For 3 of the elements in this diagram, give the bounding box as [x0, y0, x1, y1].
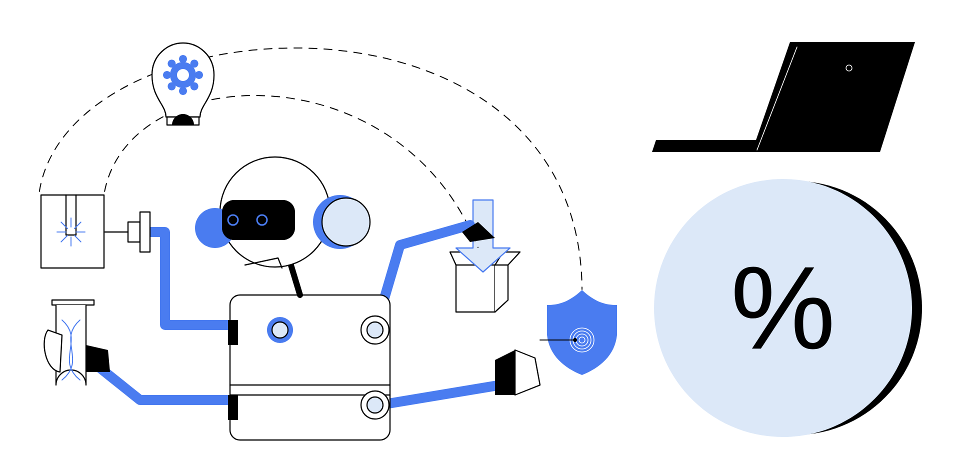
box-drawing [449, 199, 521, 313]
shield-drawing [547, 290, 617, 375]
laser-panel-drawing [40, 194, 105, 269]
